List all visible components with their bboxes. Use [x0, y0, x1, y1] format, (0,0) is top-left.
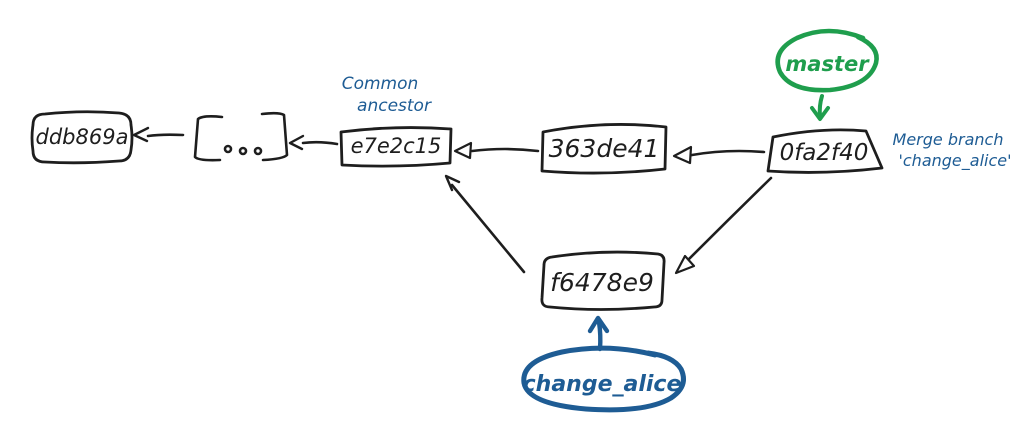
merge-note: Merge branch 'change_alice' — [893, 130, 1012, 171]
branch-ellipse — [521, 345, 686, 413]
branch-name: change_alice — [523, 372, 682, 397]
arrowhead — [453, 141, 473, 160]
bracket-left — [193, 115, 224, 162]
edge-line — [146, 133, 185, 138]
commit-hash: 363de41 — [549, 134, 660, 163]
commit-node-merge: 0fa2f40 — [766, 128, 884, 174]
common-ancestor-note: Common ancestor — [342, 74, 432, 116]
edge-line — [690, 149, 766, 157]
commit-box-outline — [766, 128, 884, 174]
branch-label-change-alice: change_alice — [521, 315, 686, 413]
bracket-right — [260, 111, 289, 162]
edge-common-ancestor-to-ellipsis — [288, 134, 339, 151]
common-ancestor-note-line1: Common — [342, 74, 419, 94]
edge-merge-to-middle — [672, 145, 766, 165]
commit-box-outline — [540, 123, 668, 175]
edge-feature-to-common-ancestor — [444, 174, 526, 274]
arrowhead — [674, 254, 696, 275]
edge-line — [685, 176, 773, 263]
branch-arrow-down — [810, 94, 830, 121]
branch-name: master — [785, 52, 870, 76]
ellipsis-dot — [223, 144, 233, 154]
commit-node-common-ancestor: e7e2c15 — [339, 126, 453, 168]
commit-hash: ddb869a — [36, 125, 129, 149]
merge-note-line1: Merge branch — [893, 130, 1004, 149]
commit-node-oldest: ddb869a — [30, 110, 134, 165]
branch-label-master: master — [775, 28, 879, 121]
commit-box-outline — [339, 126, 453, 168]
commit-hash: e7e2c15 — [351, 134, 442, 158]
branch-arrowhead — [810, 106, 830, 121]
commit-hash: 0fa2f40 — [780, 140, 869, 166]
commit-node-feature: f6478e9 — [540, 250, 666, 311]
common-ancestor-note-line2: ancestor — [357, 96, 432, 116]
ellipsis-dot — [238, 146, 248, 156]
edge-ellipsis-to-oldest — [132, 126, 185, 143]
edge-line — [470, 147, 540, 153]
ellipsis-dot — [253, 146, 263, 156]
commit-hash: f6478e9 — [550, 268, 654, 297]
edge-line — [450, 183, 526, 274]
arrowhead — [444, 174, 461, 192]
commit-box-outline — [30, 110, 134, 165]
arrowhead — [132, 126, 150, 143]
edge-line — [301, 140, 339, 146]
branch-arrow-line — [596, 319, 603, 352]
branch-ellipse — [775, 28, 879, 93]
edge-merge-to-feature — [674, 176, 773, 275]
ellipsis-node — [193, 111, 289, 162]
arrowhead — [672, 145, 693, 165]
arrowhead — [288, 134, 305, 151]
commit-node-middle: 363de41 — [540, 123, 668, 175]
commit-box-outline — [540, 250, 666, 311]
edge-middle-to-common-ancestor — [453, 141, 540, 160]
merge-note-line2: 'change_alice' — [898, 151, 1011, 171]
branch-arrow-line — [817, 94, 824, 118]
branch-arrowhead — [587, 315, 610, 334]
branch-arrow-up — [587, 315, 610, 352]
